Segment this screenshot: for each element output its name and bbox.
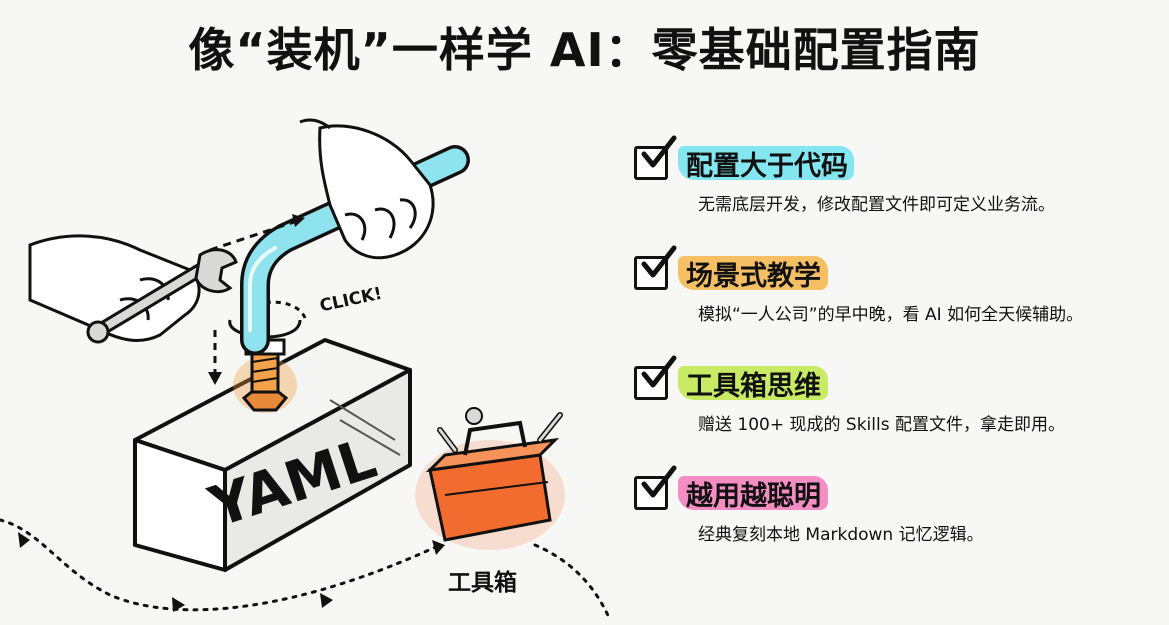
feature-desc: 经典复刻本地 Markdown 记忆逻辑。: [698, 525, 984, 545]
feature-desc: 赠送 100+ 现成的 Skills 配置文件，拿走即用。: [698, 415, 1065, 435]
feature-item-4: 越用越聪明 经典复刻本地 Markdown 记忆逻辑。: [634, 465, 1164, 545]
wrench-icon: [86, 248, 238, 344]
highlight-1: [678, 146, 854, 180]
yaml-block: [133, 338, 412, 572]
dotted-path: [0, 518, 442, 612]
toolbox-icon: [415, 407, 565, 550]
arrow-head-icon: [432, 540, 445, 555]
highlight-4: [678, 476, 828, 510]
feature-item-2: 场景式教学 模拟“一人公司”的早中晚，看 AI 如何全天候辅助。: [634, 245, 1164, 325]
check-icon: [641, 355, 677, 388]
arrow-head-icon: [18, 532, 30, 548]
feature-title: 工具箱思维: [686, 371, 821, 402]
highlight-3: [678, 366, 828, 400]
arrow-head-icon: [172, 597, 185, 612]
lower-hand: [28, 234, 201, 342]
feature-item-3: 工具箱思维 赠送 100+ 现成的 Skills 配置文件，拿走即用。: [634, 355, 1164, 435]
check-icon: [641, 245, 677, 278]
feature-desc: 无需底层开发，修改配置文件即可定义业务流。: [698, 195, 1055, 215]
click-label: CLICK!: [318, 284, 384, 317]
check-icon: [641, 465, 677, 498]
motion-arrow: [209, 218, 301, 252]
bolt-icon: [233, 338, 297, 413]
feature-title: 配置大于代码: [686, 151, 848, 182]
page-title: 像“装机”一样学 AI：零基础配置指南: [188, 23, 981, 77]
dotted-path-right: [533, 543, 612, 622]
check-icon: [641, 135, 677, 168]
feature-item-1: 配置大于代码 无需底层开发，修改配置文件即可定义业务流。: [634, 135, 1164, 215]
allen-wrench: [240, 145, 470, 355]
arrow-head-icon: [320, 593, 333, 608]
toolbox-label: 工具箱: [448, 570, 517, 596]
upper-hand: [299, 118, 435, 260]
feature-title: 越用越聪明: [686, 481, 821, 512]
illustration: YAML CLICK!: [0, 118, 612, 622]
feature-desc: 模拟“一人公司”的早中晚，看 AI 如何全天候辅助。: [698, 305, 1084, 325]
feature-title: 场景式教学: [686, 261, 821, 292]
highlight-2: [678, 256, 828, 290]
